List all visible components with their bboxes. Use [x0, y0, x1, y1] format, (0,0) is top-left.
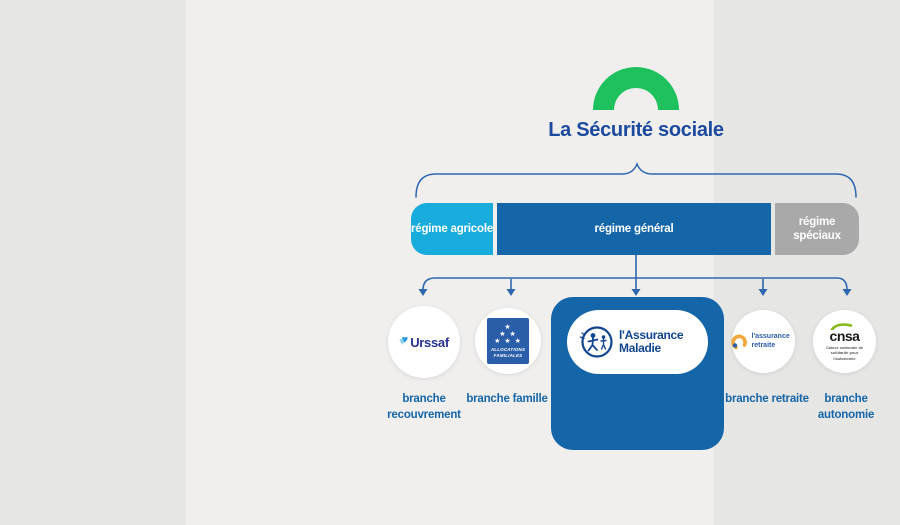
- cnsa-logo-circle: cnsa Caisse nationale de solidarité pour…: [813, 310, 876, 373]
- caf-caption-line: FAMILIALES: [493, 352, 523, 358]
- urssaf-logo: ♥ ♥ Urssaf: [399, 335, 449, 350]
- cnsa-wordmark: cnsa: [829, 328, 860, 345]
- caf-logo-circle: ★ ★ ★ ★ ★ ★ ALLOCATIONS FAMILIALES: [475, 308, 541, 374]
- brace-path: [415, 161, 857, 198]
- brace-connector: [415, 161, 857, 198]
- assurance-retraite-logo-circle: l'assurance retraite: [730, 310, 798, 373]
- regime-general-box: régime général: [497, 203, 771, 255]
- cnsa-logo: cnsa Caisse nationale de solidarité pour…: [822, 322, 868, 361]
- assurance-retraite-wordmark: l'assurance retraite: [751, 333, 790, 349]
- urssaf-wordmark: Urssaf: [410, 334, 449, 350]
- regime-agricole-box: régime agricole: [411, 203, 493, 255]
- assurance-maladie-logo-pill: l'Assurance Maladie: [567, 310, 708, 374]
- urssaf-heart-icon: ♥: [399, 335, 406, 348]
- branch-label-recouvrement: branche recouvrement: [387, 393, 461, 421]
- arrowheads: [418, 289, 852, 296]
- urssaf-heart-icon: ♥: [401, 334, 409, 346]
- assurance-retraite-logo: l'assurance retraite: [730, 333, 798, 351]
- branch-label-famille: branche famille: [466, 393, 548, 405]
- assurance-maladie-wordmark: l'Assurance Maladie: [619, 328, 684, 355]
- cnsa-arc-icon: [830, 323, 852, 331]
- regime-general-label: régime général: [594, 222, 674, 235]
- retraite-swoosh-icon: [730, 334, 747, 349]
- caf-figures-icon: ★ ★ ★: [494, 337, 522, 345]
- arch-icon: [593, 67, 679, 110]
- page-title: La Sécurité sociale: [548, 119, 724, 141]
- caf-caption-line: ALLOCATIONS: [490, 346, 526, 352]
- regime-speciaux-box: régime spéciaux: [775, 203, 859, 255]
- branch-label-retraite: branche retraite: [725, 393, 809, 405]
- assurance-maladie-box: l'Assurance Maladie branche maladie bran…: [551, 297, 724, 450]
- cnsa-tagline: Caisse nationale de solidarité pour l'au…: [825, 345, 864, 361]
- connector-lines: [422, 255, 848, 291]
- assurance-maladie-emblem-icon: [579, 326, 613, 358]
- caf-figures-icon: ★: [504, 323, 512, 331]
- branch-label-autonomie: branche autonomie: [817, 393, 875, 421]
- urssaf-logo-circle: ♥ ♥ Urssaf: [388, 306, 460, 378]
- diagram-panel: La Sécurité sociale régime agricole régi…: [186, 0, 876, 525]
- regime-agricole-label: régime agricole: [411, 222, 494, 235]
- caf-logo: ★ ★ ★ ★ ★ ★ ALLOCATIONS FAMILIALES: [487, 318, 529, 364]
- branch-connectors: [418, 255, 852, 296]
- regime-speciaux-label: régime spéciaux: [793, 215, 841, 242]
- caf-figures-icon: ★ ★: [499, 330, 517, 338]
